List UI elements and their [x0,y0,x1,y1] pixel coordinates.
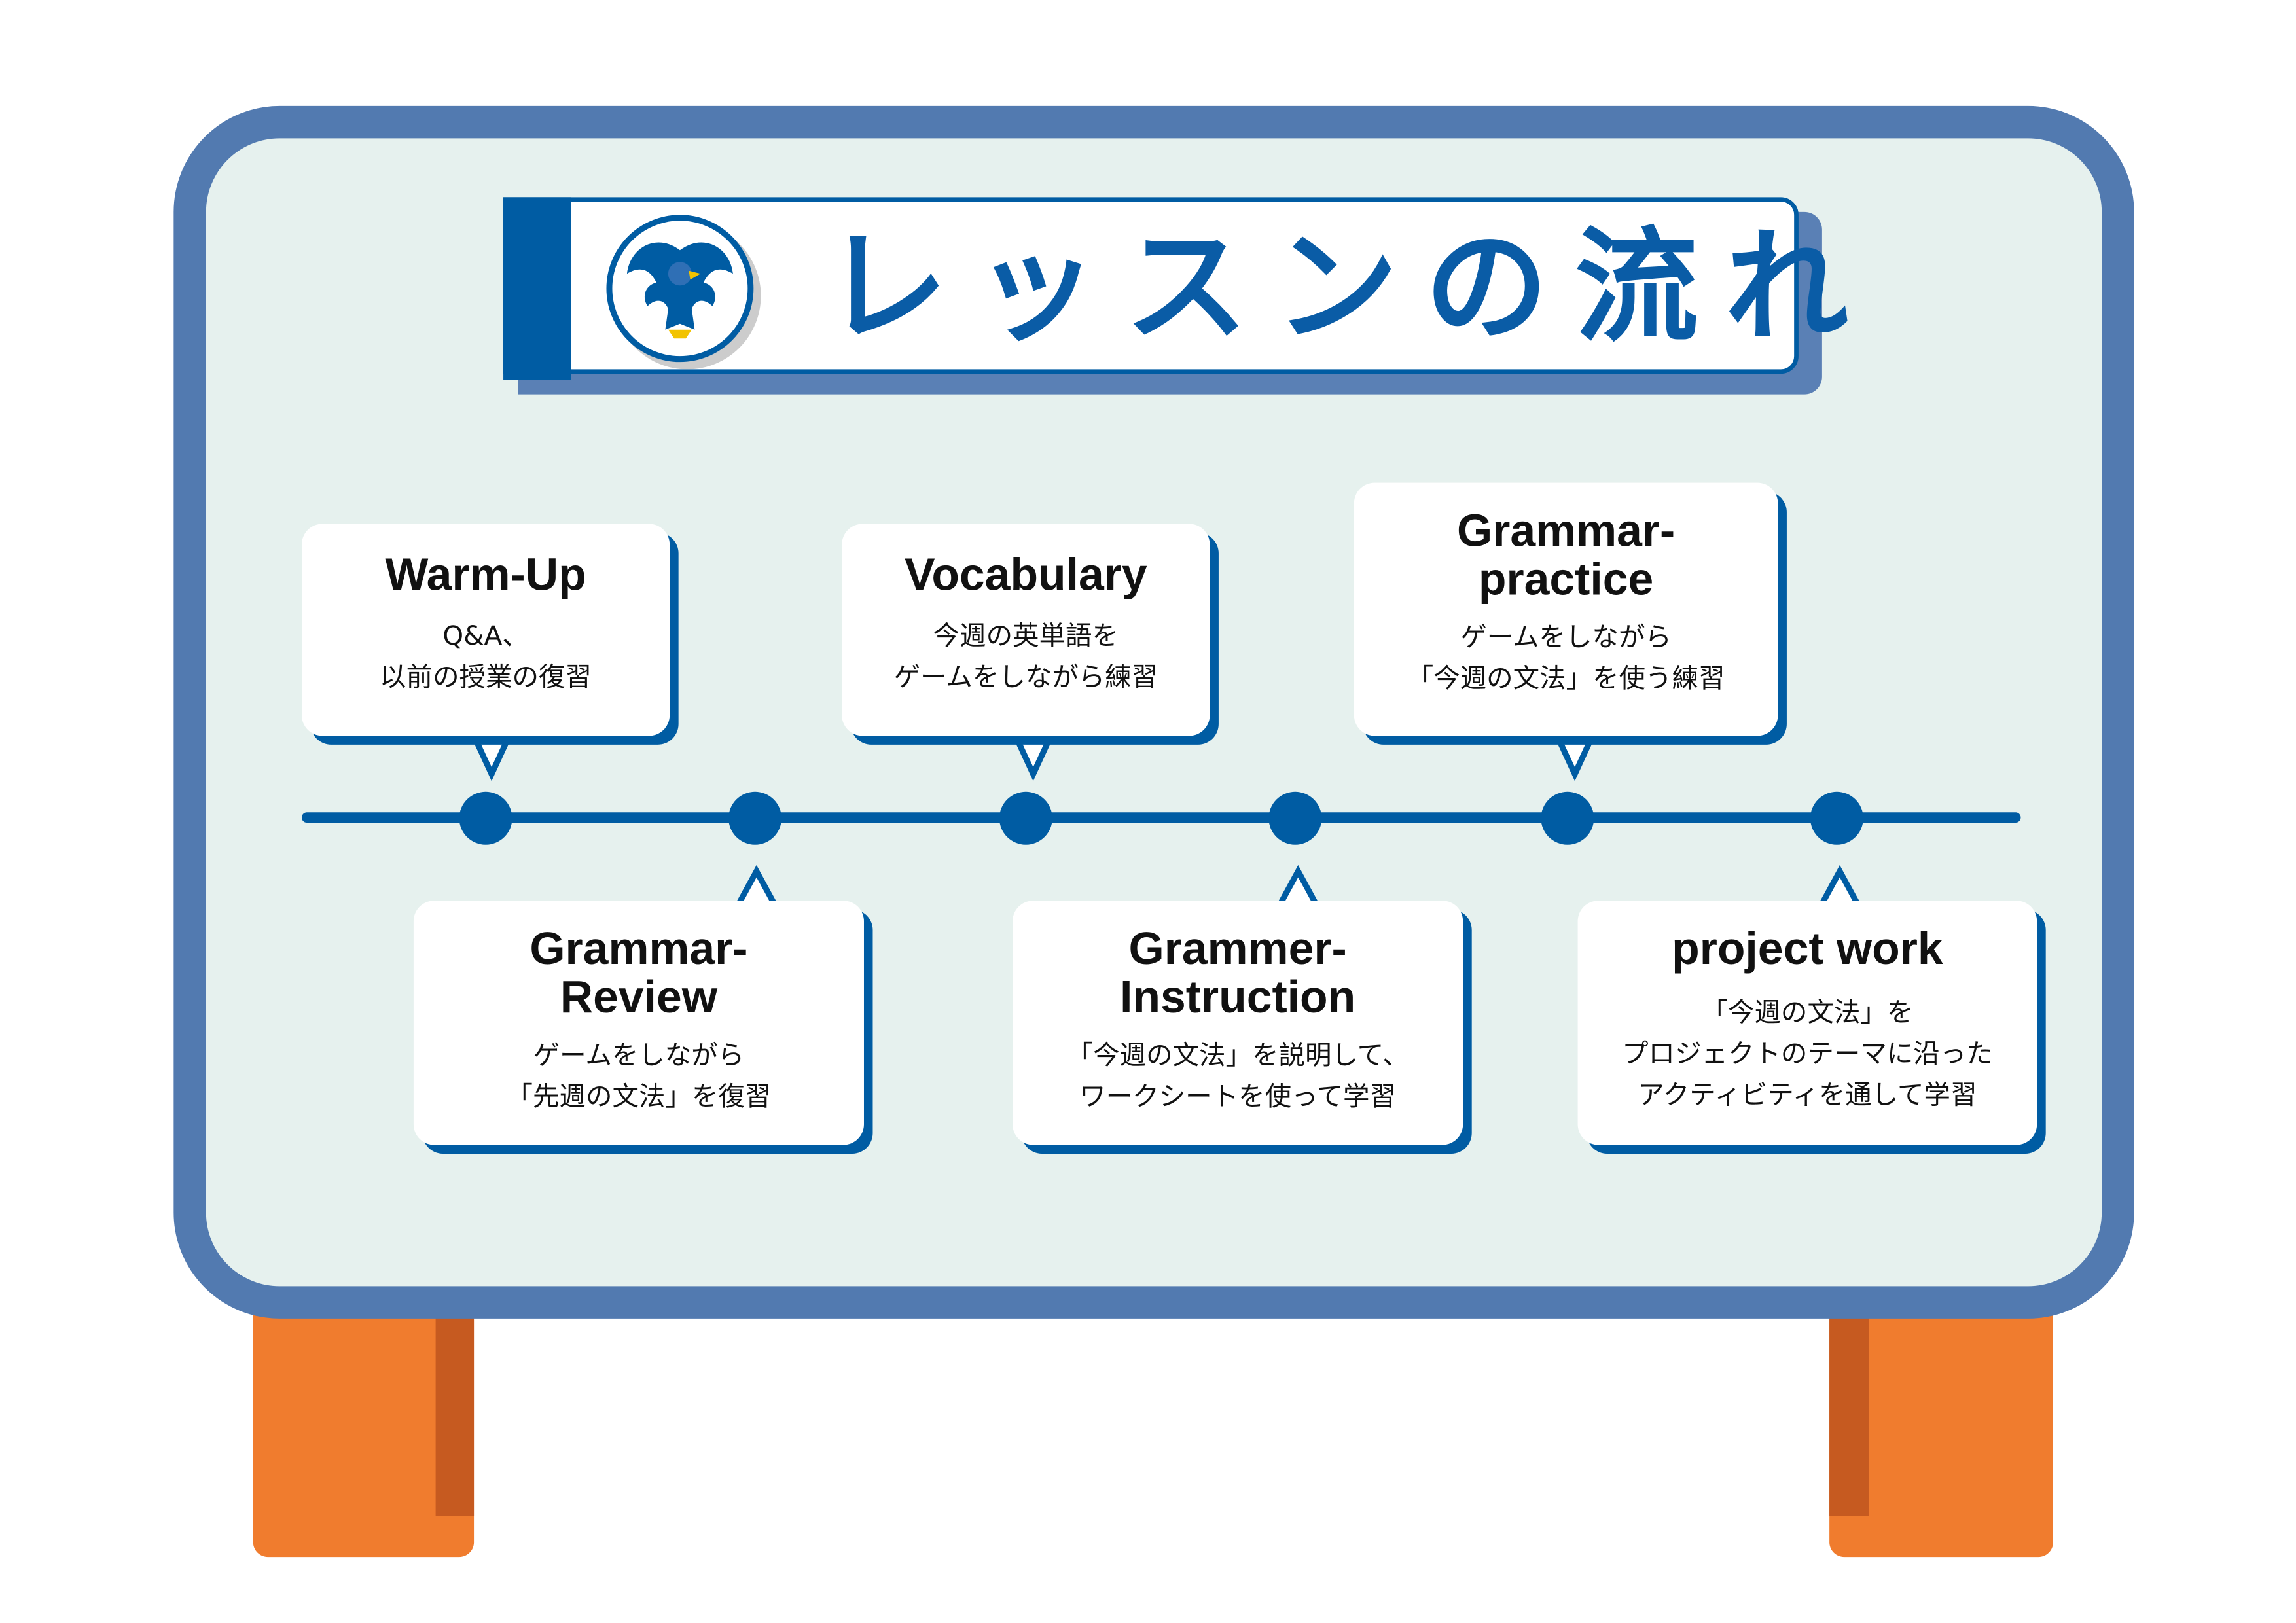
step-title: Instruction [1120,971,1356,1023]
timeline-dot [1541,791,1594,845]
step-desc: 「今週の文法」を使う練習 [1407,664,1725,695]
step-desc: プロジェクトのテーマに沿った [1622,1039,1993,1070]
step-desc: 「今週の文法」を説明して、 [1066,1040,1409,1072]
step-card-grammar-review: Grammar- Review ゲームをしながら 「先週の文法」を復習 [413,901,864,1145]
right-leg-shade [1829,1294,1869,1516]
step-desc: 以前の授業の復習 [380,662,592,694]
eagle-logo-icon [606,215,754,363]
step-title: Grammar- [529,922,748,974]
timeline-dot [999,791,1052,845]
step-title: project work [1672,922,1943,974]
step-desc: アクティビティを通して学習 [1638,1080,1977,1111]
step-desc: 「先週の文法」を復習 [506,1081,772,1113]
step-card-project-work: project work 「今週の文法」を プロジェクトのテーマに沿った アクテ… [1577,901,2037,1145]
step-card-warm-up: Warm-Up Q&A、 以前の授業の復習 [301,524,670,736]
timeline-dot [1268,791,1322,845]
timeline-dot [1810,791,1863,845]
callout-tail [734,865,780,907]
callout-tail [1011,732,1056,781]
step-title: practice [1478,553,1654,605]
step-title: Vocabulary [905,548,1147,601]
step-desc: ゲームをしながら練習 [893,662,1158,694]
timeline-dot [728,791,782,845]
callout-tail [1552,732,1598,781]
step-title: Grammar- [1457,505,1676,557]
step-desc: ゲームをしながら [1460,622,1672,654]
page-title: レッスンの流れ [824,215,1875,359]
step-title: Warm-Up [385,548,586,601]
step-desc: 今週の英単語を [933,620,1119,652]
step-desc: ゲームをしながら [533,1040,745,1072]
title-accent-bar [503,197,571,380]
step-desc: ワークシートを使って学習 [1079,1081,1396,1113]
left-leg-shade [435,1294,475,1516]
step-title: Grammer- [1128,922,1347,974]
step-desc: Q&A、 [442,620,529,652]
step-card-grammer-instruction: Grammer- Instruction 「今週の文法」を説明して、 ワークシー… [1013,901,1463,1145]
callout-tail [1275,865,1321,907]
step-card-grammar-practice: Grammar- practice ゲームをしながら 「今週の文法」を使う練習 [1354,482,1778,736]
step-title: Review [560,971,718,1023]
callout-tail [469,732,514,781]
step-desc: 「今週の文法」を [1701,997,1914,1029]
timeline-dot [459,791,512,845]
callout-tail [1817,865,1863,907]
step-card-vocabulary: Vocabulary 今週の英単語を ゲームをしながら練習 [842,524,1210,736]
